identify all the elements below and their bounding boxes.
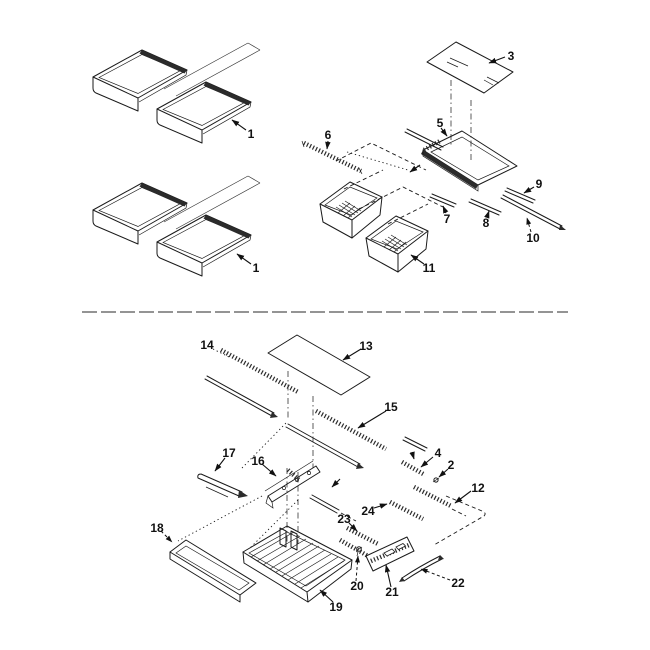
callout-leader-23: [348, 522, 358, 532]
trim-rail-7: [429, 193, 457, 208]
bracket-16: [264, 460, 321, 509]
callout-leader-14: [212, 348, 232, 359]
callout-leader-6: [325, 140, 331, 150]
construction-line: [177, 495, 263, 542]
trim-rail-6: [301, 140, 363, 175]
callout-label-13: 13: [359, 339, 373, 353]
construction-line: [340, 512, 357, 522]
callout-leader-5: [440, 127, 448, 137]
callout-label-8: 8: [483, 216, 490, 230]
shelf-tray: [156, 81, 252, 144]
callout-label-2: 2: [448, 458, 455, 472]
callout-leader-1b: [236, 253, 252, 265]
callout-leader-3: [488, 56, 506, 64]
glass-insert: [426, 41, 514, 94]
shelf-tray: [92, 49, 188, 112]
control-housing-21: [365, 536, 415, 572]
shelf-group-upper: [92, 42, 261, 144]
construction-line: [358, 186, 444, 210]
shelf-group-lower: [92, 175, 261, 277]
hidden-panel-outline: [451, 508, 467, 517]
callout-leader-4: [420, 456, 434, 468]
callout-leader-8: [484, 210, 490, 219]
callout-label-11: 11: [423, 261, 436, 275]
shelf-tray: [92, 182, 188, 245]
callout-label-1a: 1: [248, 127, 255, 141]
trim-17: [197, 473, 248, 498]
trim-rod-22: [399, 555, 444, 582]
trim-rail-12: [412, 484, 453, 509]
callout-leader-1a: [231, 119, 247, 131]
callout-label-7: 7: [444, 212, 451, 226]
callout-leader-15: [357, 410, 387, 429]
callout-leader-12: [454, 490, 472, 504]
construction-line: [335, 142, 427, 171]
callout-leader-9: [523, 186, 535, 194]
callout-label-17: 17: [222, 446, 236, 460]
callout-leader-7: [442, 205, 449, 214]
storage-basket: [365, 215, 429, 273]
callout-label-12: 12: [471, 481, 485, 495]
callout-leader-11: [410, 254, 425, 265]
callout-leader-19: [319, 589, 334, 603]
screw-2: [432, 477, 440, 483]
callout-leader-22: [420, 568, 451, 581]
center-rail: [309, 494, 340, 514]
assembly-arrow: [331, 478, 341, 488]
trim-rail-24: [388, 499, 425, 522]
callout-leader-24: [373, 503, 388, 509]
upper-assembly: [301, 41, 566, 273]
callout-labels: 1 1 3 5 6 7 8 9 10 11 13 14 15 16 17 18 …: [150, 49, 542, 614]
construction-line: [249, 499, 299, 549]
storage-basket: [319, 181, 383, 239]
callout-label-6: 6: [325, 128, 332, 142]
shelf-frame: [421, 130, 518, 192]
construction-line: [387, 203, 429, 225]
callout-leader-17: [214, 457, 226, 472]
callout-leader-20: [354, 555, 360, 582]
callout-label-10: 10: [526, 231, 540, 245]
lower-assembly: [160, 334, 486, 603]
front-panel-18: [169, 539, 257, 603]
assembly-arrow: [409, 451, 415, 460]
shelf-tray: [156, 214, 252, 277]
callout-label-20: 20: [350, 579, 364, 593]
hidden-panel-outline: [433, 495, 486, 546]
trim-rail-15: [285, 409, 388, 469]
trim-rail-8: [468, 198, 502, 216]
back-rail: [404, 128, 444, 151]
callout-label-21: 21: [385, 585, 399, 599]
trim-rail-9: [504, 187, 536, 204]
crisper-pan-19: [242, 525, 353, 603]
callout-label-5: 5: [437, 116, 444, 130]
callout-label-1b: 1: [253, 261, 260, 275]
callout-label-24: 24: [361, 504, 375, 518]
glass-insert-13: [267, 334, 371, 396]
callout-leader-2: [438, 468, 449, 478]
callout-label-23: 23: [337, 512, 351, 526]
callout-leader-16: [261, 463, 277, 477]
callout-label-14: 14: [200, 338, 214, 352]
callout-leader-13: [342, 348, 362, 361]
callout-label-16: 16: [251, 454, 265, 468]
trim-rail-14: [204, 348, 300, 418]
callout-label-3: 3: [508, 49, 515, 63]
callout-label-9: 9: [536, 177, 543, 191]
trim-rail-10: [500, 194, 563, 230]
bracket-rail-4: [400, 436, 428, 477]
construction-line: [346, 151, 409, 171]
callout-leader-21: [384, 564, 392, 588]
callout-label-19: 19: [329, 600, 343, 614]
callout-label-18: 18: [150, 521, 164, 535]
callout-label-22: 22: [451, 576, 465, 590]
trim-rail-23: [338, 526, 380, 558]
callout-leader-18: [160, 530, 173, 543]
construction-line: [343, 169, 384, 190]
callout-label-4: 4: [435, 446, 442, 460]
callout-label-15: 15: [384, 400, 398, 414]
callout-leader-10: [526, 217, 532, 233]
